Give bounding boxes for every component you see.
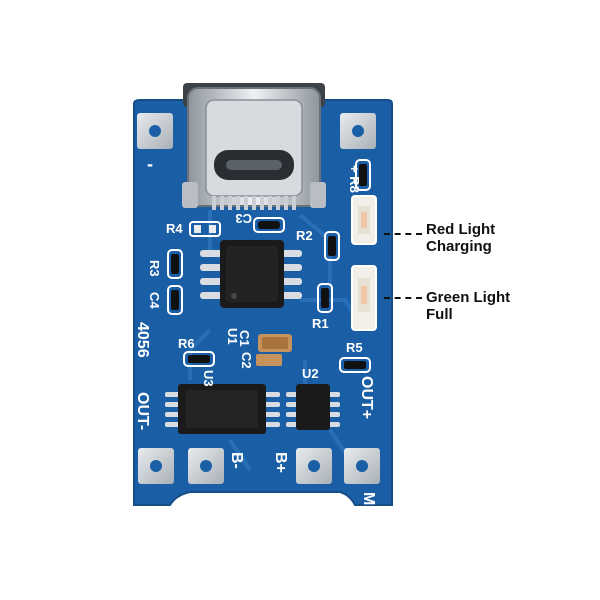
green-light-callout: Green Light Full (426, 289, 510, 323)
pad-b-minus (188, 448, 224, 484)
label-b-minus: B- (228, 452, 245, 469)
label-u3: U3 (201, 370, 216, 387)
u3-protection-chip (165, 384, 280, 434)
label-plus-r8: + R8 (347, 165, 362, 193)
label-c1: C1 (237, 330, 252, 347)
label-out-plus: OUT+ (358, 376, 375, 419)
label-u1: U1 (225, 328, 240, 345)
label-minus-top: - (147, 154, 153, 174)
label-model-4056: 4056 (134, 322, 151, 358)
pad-out-plus (344, 448, 380, 484)
label-r4: R4 (166, 221, 183, 236)
green-light-title: Green Light (426, 289, 511, 306)
smd-passives (167, 159, 371, 373)
u2-mosfet-chip (286, 384, 340, 430)
green-light-leader (384, 297, 422, 299)
red-light-leader (384, 233, 422, 235)
red-light-title: Red Light (426, 221, 496, 238)
green-light-desc: Full (426, 306, 453, 323)
label-c3: C3 (235, 211, 252, 226)
pad-b-plus (296, 448, 332, 484)
label-b-plus: B+ (272, 452, 289, 473)
label-m: M (360, 492, 377, 505)
red-light-desc: Charging (426, 238, 492, 255)
label-r3: R3 (147, 260, 162, 277)
label-c4: C4 (147, 292, 162, 309)
red-led (351, 195, 377, 245)
label-r5: R5 (346, 340, 363, 355)
u1-charger-chip (200, 240, 302, 308)
green-led (351, 265, 377, 331)
label-out-minus: OUT- (134, 392, 151, 430)
pad-top-right (340, 113, 376, 149)
pad-top-left (137, 113, 173, 149)
red-light-callout: Red Light Charging (426, 221, 495, 255)
label-r6: R6 (178, 336, 195, 351)
label-r1: R1 (312, 316, 329, 331)
label-u2: U2 (302, 366, 319, 381)
label-c2: C2 (239, 352, 254, 369)
smd-parts (171, 164, 367, 369)
usb-c-connector (182, 83, 326, 210)
label-r2: R2 (296, 228, 313, 243)
pad-out-minus (138, 448, 174, 484)
